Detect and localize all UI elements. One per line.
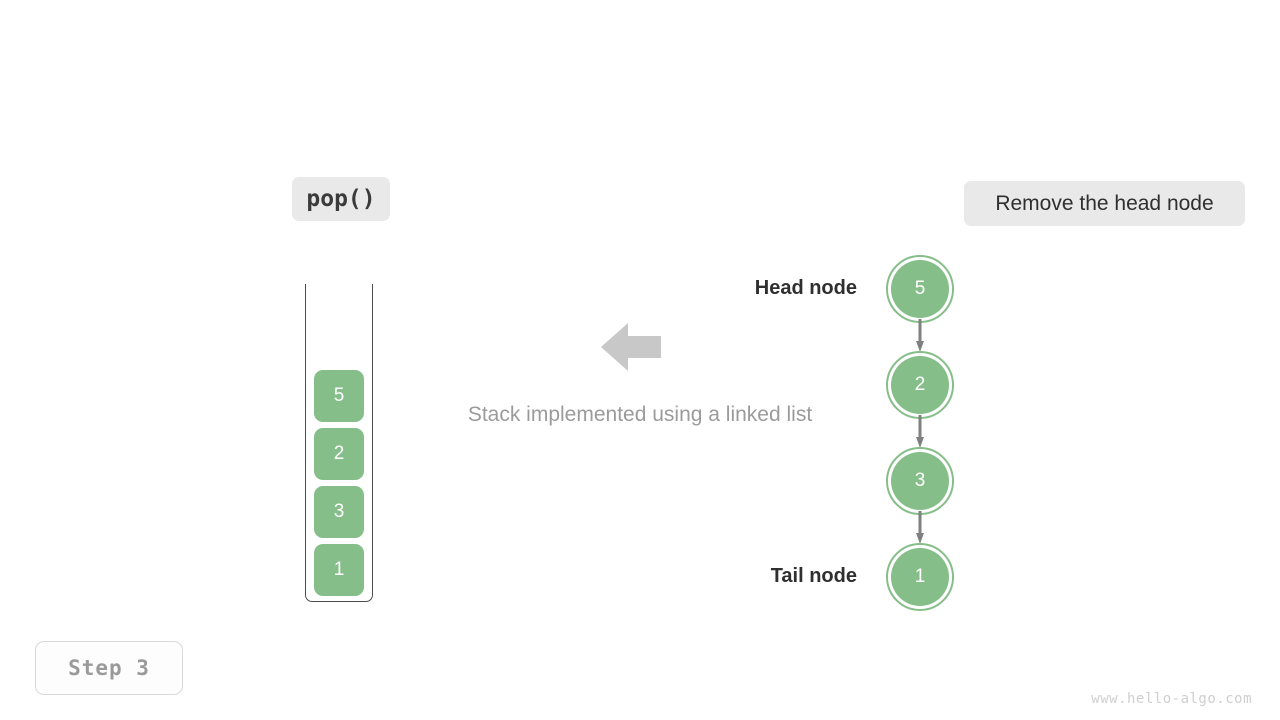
- diagram-caption: Stack implemented using a linked list: [467, 403, 813, 426]
- list-node-value: 3: [891, 452, 949, 510]
- stack-cell: 1: [314, 544, 364, 596]
- list-node-value: 2: [891, 356, 949, 414]
- stack-container: 5 2 3 1: [305, 284, 373, 602]
- list-edge-arrow-icon: [916, 511, 924, 545]
- stack-cell: 3: [314, 486, 364, 538]
- stack-cell: 5: [314, 370, 364, 422]
- list-node-head: 5: [886, 255, 954, 323]
- linked-list-container: 5 2 3 1: [886, 255, 954, 615]
- stack-cell-list: 5 2 3 1: [314, 370, 364, 596]
- list-edge-arrow-icon: [916, 415, 924, 449]
- action-description-badge: Remove the head node: [964, 181, 1245, 226]
- watermark: www.hello-algo.com: [1091, 691, 1252, 707]
- arrow-left-icon: [601, 320, 661, 374]
- stack-cell: 2: [314, 428, 364, 480]
- list-node-value: 5: [891, 260, 949, 318]
- list-node-tail: 1: [886, 543, 954, 611]
- list-edge-arrow-icon: [916, 319, 924, 353]
- list-node-value: 1: [891, 548, 949, 606]
- stack-frame: [305, 284, 373, 602]
- tail-node-label: Tail node: [770, 565, 857, 587]
- list-node: 2: [886, 351, 954, 419]
- operation-badge: pop(): [292, 177, 390, 221]
- list-node: 3: [886, 447, 954, 515]
- head-node-label: Head node: [754, 277, 857, 299]
- step-badge: Step 3: [35, 641, 183, 695]
